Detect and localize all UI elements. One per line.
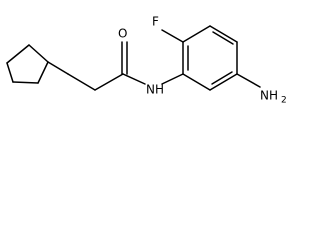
ring-bond	[209, 73, 238, 91]
amide-bond	[122, 73, 146, 85]
ring-bond	[6, 62, 14, 83]
amine-subscript: 2	[281, 96, 287, 106]
single-bond	[47, 61, 69, 75]
benzene-ring	[182, 25, 238, 91]
aromatic-double-bond	[212, 31, 234, 45]
acetamide-chain	[47, 41, 184, 91]
ring-bond	[182, 25, 211, 43]
chemical-structure: O NH F NH 2	[6, 15, 287, 106]
aromatic-double-bond	[211, 71, 233, 85]
ring-bond	[209, 25, 238, 43]
ring-bond	[37, 61, 49, 84]
amine-group: NH 2	[260, 89, 287, 106]
ring-bond	[182, 73, 211, 91]
c-n-bond	[236, 73, 261, 88]
amide-nitrogen-label: NH	[146, 83, 164, 97]
single-bond	[67, 73, 96, 91]
single-bond	[94, 73, 124, 91]
cyclopentane-ring	[6, 44, 49, 84]
c-f-bond	[161, 29, 184, 43]
oxygen-label: O	[118, 27, 127, 41]
amine-label: NH	[260, 89, 278, 103]
ring-bond	[28, 44, 49, 63]
fluorine-label: F	[152, 15, 159, 29]
ring-bond	[6, 44, 30, 64]
ring-bond	[12, 81, 39, 84]
n-aryl-bond	[161, 73, 184, 85]
